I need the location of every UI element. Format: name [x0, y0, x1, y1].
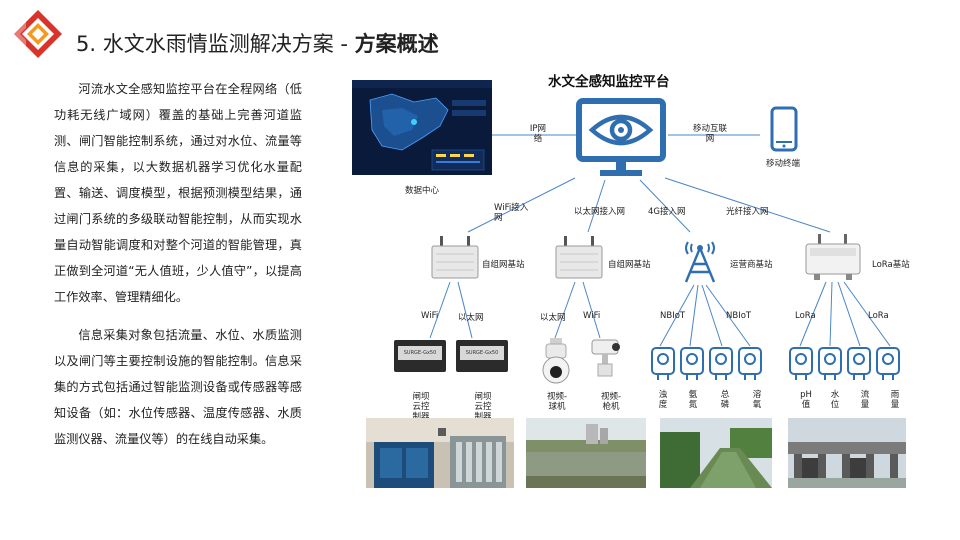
sluice-gate-photo [788, 418, 906, 488]
adhoc-station-label-2: 自组网基站 [608, 260, 651, 270]
sensor-label: 总磷 [720, 390, 730, 410]
4g-access-label: 4G接入网 [648, 207, 686, 217]
bullet-camera-icon [591, 339, 620, 377]
platform-title: 水文全感知监控平台 [548, 74, 670, 90]
bullet-camera-label: 视频-枪机 [600, 392, 622, 412]
lora-link-label: LoRa [795, 311, 816, 321]
sensor-label: pH值 [800, 390, 812, 410]
lora-station-label: LoRa基站 [872, 260, 910, 270]
mobile-terminal-label: 移动终端 [766, 159, 801, 169]
dome-camera-icon [542, 338, 570, 384]
sensor-label: 溶氧 [752, 390, 762, 410]
ethernet-access-label: 以太网接入网 [574, 207, 626, 217]
sensor-label: 水位 [830, 390, 840, 410]
data-center-label: 数据中心 [405, 186, 440, 196]
sensor-label: 氨氮 [688, 390, 698, 410]
canal-photo [660, 418, 772, 488]
controller-model-text: SURGE-Gx50 [460, 346, 504, 360]
gateway-device-icon [555, 236, 603, 279]
nbiot-link-label: NBIoT [660, 311, 686, 321]
nbiot-link-label: NBIoT [726, 311, 752, 321]
control-room-photo [366, 418, 514, 488]
sensor-label: 浊度 [658, 390, 668, 410]
ip-network-label: IP网络 [529, 124, 547, 144]
operator-station-label: 运营商基站 [730, 260, 773, 270]
gate-controller-label: 闸坝云控制器 [412, 392, 430, 422]
page-title: 5. 水文水雨情监测解决方案 - 方案概述 [76, 32, 439, 56]
intro-paragraph-1: 河流水文全感知监控平台在全程网络（低功耗无线广域网）覆盖的基础上完善河道监测、闸… [54, 82, 302, 304]
cell-tower-icon [684, 241, 716, 283]
company-logo [14, 10, 62, 58]
ethernet-link-label: 以太网 [540, 313, 566, 323]
lora-sensor-group [789, 347, 900, 380]
adhoc-station-label-1: 自组网基站 [482, 260, 525, 270]
dome-camera-label: 视频-球机 [546, 392, 568, 412]
controller-model-text: SURGE-Gx50 [398, 346, 442, 360]
mobile-phone-icon [770, 106, 798, 152]
wifi-access-label: WiFi接入网 [494, 203, 529, 223]
fiber-access-label: 光纤接入网 [726, 207, 769, 217]
wifi-link-label: WiFi [421, 311, 439, 321]
lora-link-label: LoRa [868, 311, 889, 321]
gate-controller-label: 闸坝云控制器 [474, 392, 492, 422]
mobile-internet-label: 移动互联网 [692, 124, 727, 144]
monitor-eye-icon [576, 98, 666, 176]
ethernet-link-label: 以太网 [458, 313, 484, 323]
wifi-link-label: WiFi [583, 311, 601, 321]
sensor-label: 流量 [860, 390, 870, 410]
data-center-screen [352, 80, 492, 175]
nbiot-sensor-group [651, 347, 762, 380]
gate-controller-device: SURGE-Gx50 [394, 340, 446, 372]
lora-gateway-icon [805, 234, 861, 280]
intro-paragraph-2: 信息采集对象包括流量、水位、水质监测以及闸门等主要控制设施的智能控制。信息采集的… [54, 328, 302, 446]
gate-controller-device: SURGE-Gx50 [456, 340, 508, 372]
sensor-label: 雨量 [890, 390, 900, 410]
gateway-device-icon [431, 236, 479, 279]
river-photo [526, 418, 646, 488]
